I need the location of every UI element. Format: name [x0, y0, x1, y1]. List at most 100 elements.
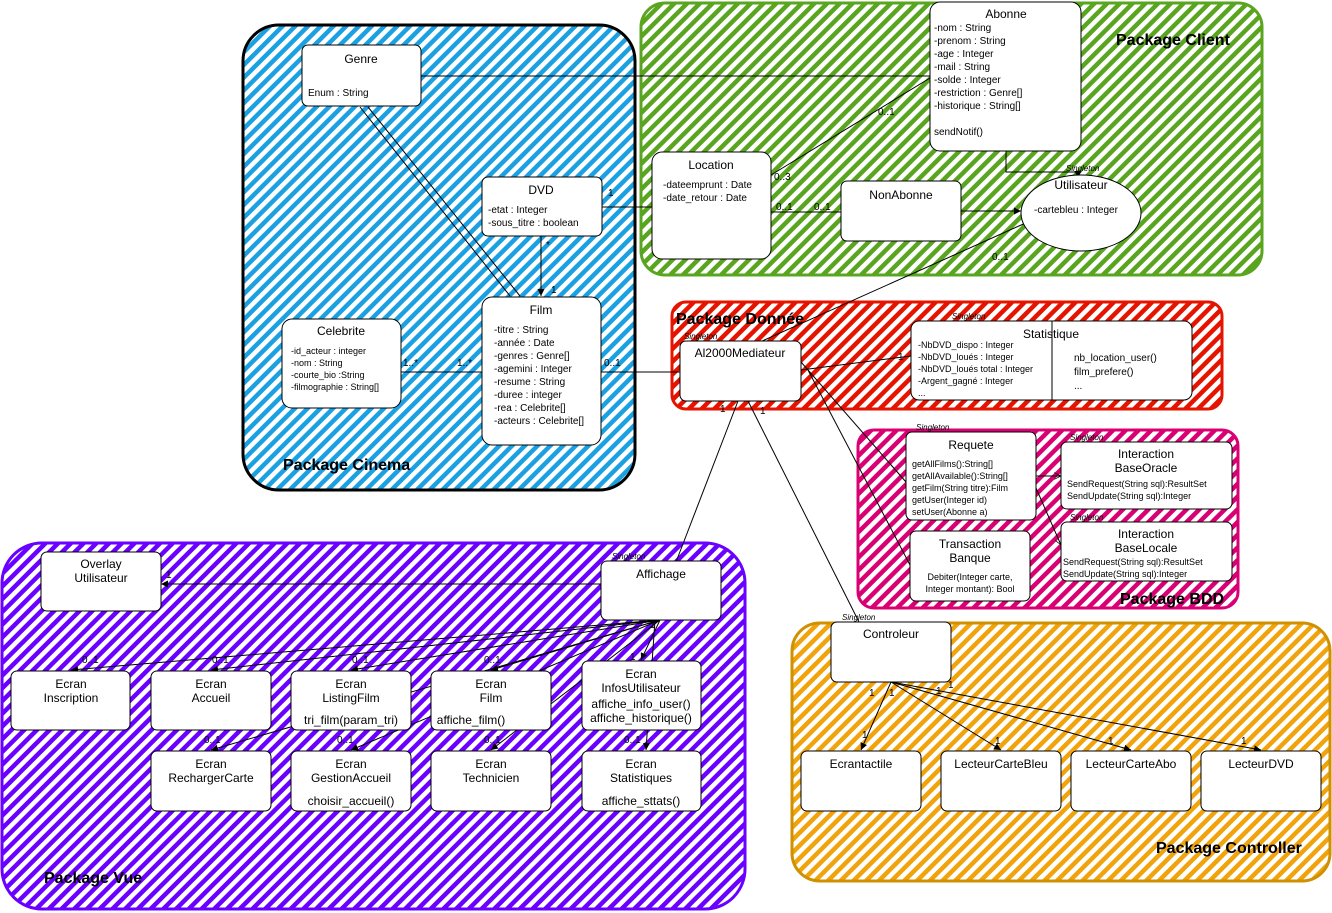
- class-film-attr: -année : Date: [494, 338, 555, 349]
- class-baselocale[interactable]: Singleton Interaction BaseLocale SendReq…: [1060, 513, 1233, 582]
- class-requete[interactable]: Singleton Requete getAllFilms():String[]…: [905, 423, 1037, 521]
- class-abonne[interactable]: Abonne -nom : String -prenom : String -a…: [929, 1, 1082, 152]
- baselocale-stereotype: Singleton: [1070, 513, 1104, 522]
- class-lecteurcarteabo[interactable]: LecteurCarteAbo: [1070, 750, 1192, 812]
- mult-listing: 0..1: [352, 655, 369, 666]
- class-statistique-attr: -NbDVD_dispo : Integer: [918, 340, 1014, 350]
- class-genre[interactable]: Genre Enum : String: [301, 44, 422, 107]
- class-abonne-title: Abonne: [985, 7, 1027, 21]
- edge-genre-film-1: [359, 106, 511, 297]
- class-dvd[interactable]: DVD -etat : Integer -sous_titre : boolea…: [481, 176, 603, 237]
- mult-dvd-film-one: 1: [551, 285, 557, 296]
- edge-mediateur-transaction: [807, 369, 911, 566]
- class-nonabonne[interactable]: NonAbonne: [840, 180, 962, 242]
- mult-ecrantactile: 1: [862, 730, 868, 741]
- class-location[interactable]: Location -dateemprunt : Date -date_retou…: [651, 151, 772, 260]
- class-requete-attr: getUser(Integer id): [912, 495, 987, 505]
- class-transaction-title: Banque: [949, 551, 991, 565]
- class-film-attr: -duree : integer: [494, 390, 562, 401]
- mult-celebrite-film-a: 1..*: [403, 358, 418, 369]
- class-transaction[interactable]: Transaction Banque Debiter(Integer carte…: [909, 530, 1031, 602]
- mult-dvd-film-star: *: [546, 240, 550, 251]
- class-film[interactable]: Film -titre : String -année : Date -genr…: [481, 296, 602, 446]
- class-ecran-stats-title: Ecran: [625, 757, 656, 771]
- class-baselocale-attr: SendRequest(String sql):ResultSet: [1063, 557, 1203, 567]
- class-ecran-infos-method: affiche_info_user(): [591, 697, 690, 711]
- edge-requete-baselocale: [1035, 487, 1061, 545]
- class-abonne-attr: -nom : String: [934, 23, 991, 34]
- edge-affichage-inscription: [70, 619, 661, 673]
- class-ecrantactile[interactable]: Ecrantactile: [800, 750, 922, 812]
- class-ecran-gestion-title: GestionAccueil: [311, 771, 391, 785]
- class-utilisateur[interactable]: Singleton Utilisateur -cartebleu : Integ…: [1020, 164, 1142, 252]
- class-affichage[interactable]: Singleton Affichage: [600, 552, 722, 621]
- mult-recharger: 0..1: [204, 735, 221, 746]
- edge-controleur-lecteurdvd: [890, 681, 1262, 753]
- edge-affichage-infos: [640, 619, 661, 661]
- mult-mediateur-down-a: 1: [720, 404, 726, 415]
- class-controleur[interactable]: Singleton Controleur: [830, 613, 952, 683]
- class-statistique-method: ...: [1074, 381, 1082, 392]
- class-statistique[interactable]: Singleton Statistique -NbDVD_dispo : Int…: [910, 312, 1193, 401]
- mult-controleur-b: 1: [889, 688, 895, 699]
- class-abonne-attr: -prenom : String: [934, 36, 1006, 47]
- class-ecran-film[interactable]: Ecran Film affiche_film(): [430, 670, 552, 731]
- class-mediateur[interactable]: Singleton Al2000Mediateur: [679, 332, 802, 402]
- class-celebrite-attr: -filmographie : String[]: [291, 382, 379, 392]
- mult-accueil: 0..1: [212, 655, 229, 666]
- class-controleur-title: Controleur: [863, 627, 919, 641]
- class-ecran-listingfilm-title: Ecran: [335, 677, 366, 691]
- class-ecran-gestionaccueil[interactable]: Ecran GestionAccueil choisir_accueil(): [290, 750, 412, 812]
- class-film-title: Film: [530, 303, 553, 317]
- edge-mediateur-controleur: [747, 400, 861, 625]
- edge-controleur-lecteurbleu: [890, 681, 1002, 751]
- class-ecran-gestion-title: Ecran: [335, 757, 366, 771]
- class-ecran-film-title: Film: [480, 691, 503, 705]
- class-ecran-accueil[interactable]: Ecran Accueil: [150, 670, 272, 731]
- class-ecran-rechargercarte[interactable]: Ecran RechargerCarte: [150, 750, 272, 812]
- class-ecran-statistiques[interactable]: Ecran Statistiques affiche_sttats(): [581, 750, 702, 812]
- class-abonne-attr: -restriction : Genre[]: [934, 88, 1023, 99]
- mult-lecteurdvd: 1: [1241, 736, 1247, 747]
- class-ecran-listingfilm[interactable]: Ecran ListingFilm tri_film(param_tri): [290, 670, 412, 731]
- mult-location-nonabonne-a: 0..1: [776, 202, 793, 213]
- class-film-attr: -acteurs : Celebrite[]: [494, 416, 584, 427]
- class-baseoracle[interactable]: Singleton Interaction BaseOracle SendReq…: [1060, 433, 1233, 510]
- edge-affichage-listing: [350, 619, 661, 673]
- class-film-attr: -resume : String: [494, 377, 565, 388]
- class-genre-title: Genre: [344, 52, 378, 66]
- class-lecteurcartebleu[interactable]: LecteurCarteBleu: [940, 750, 1062, 812]
- mult-location-top: 0..3: [774, 172, 791, 183]
- mult-film: 0..1: [484, 655, 501, 666]
- class-ecran-stats-title: Statistiques: [610, 771, 672, 785]
- class-transaction-attr: Debiter(Integer carte,: [927, 572, 1012, 582]
- class-location-attr: -dateemprunt : Date: [663, 180, 752, 191]
- mult-mediateur-down-b: 1: [760, 406, 766, 417]
- class-celebrite-attr: -nom : String: [291, 358, 343, 368]
- package-controller-area: [790, 621, 1332, 883]
- class-lecteurdvd[interactable]: LecteurDVD: [1200, 750, 1322, 812]
- class-overlay-title: Overlay: [80, 557, 121, 571]
- class-statistique-attr: -Argent_gagné : Integer: [918, 376, 1013, 386]
- utilisateur-stereotype: Singleton: [1066, 164, 1100, 173]
- class-abonne-attr: -solde : Integer: [934, 75, 1001, 86]
- class-film-attr: -rea : Celebrite[]: [494, 403, 566, 414]
- package-cinema-title: Package Cinema: [283, 457, 410, 474]
- mult-controleur-c: 1: [936, 686, 942, 697]
- class-ecran-technicien[interactable]: Ecran Technicien: [430, 750, 552, 812]
- mult-mediateur-statistique: 1: [898, 352, 904, 363]
- class-overlay[interactable]: Overlay Utilisateur: [40, 551, 162, 612]
- class-statistique-attr: ...: [918, 388, 926, 398]
- baseoracle-stereotype: Singleton: [1070, 433, 1104, 442]
- class-baselocale-title: Interaction: [1118, 527, 1174, 541]
- class-statistique-title: Statistique: [1023, 327, 1079, 341]
- class-ecran-infosutilisateur[interactable]: Ecran InfosUtilisateur affiche_info_user…: [581, 660, 702, 731]
- class-ecran-inscription[interactable]: Ecran Inscription: [10, 670, 131, 731]
- class-genre-attr: Enum : String: [308, 88, 369, 99]
- class-ecran-accueil-title: Ecran: [195, 677, 226, 691]
- class-celebrite[interactable]: Celebrite -id_acteur : integer -nom : St…: [281, 318, 402, 409]
- class-abonne-attr: -historique : String[]: [934, 101, 1021, 112]
- class-ecran-technicien-title: Technicien: [463, 771, 520, 785]
- package-donnee-title: Package Donnée: [676, 311, 804, 328]
- mult-film-mediateur: 0..1: [604, 358, 621, 369]
